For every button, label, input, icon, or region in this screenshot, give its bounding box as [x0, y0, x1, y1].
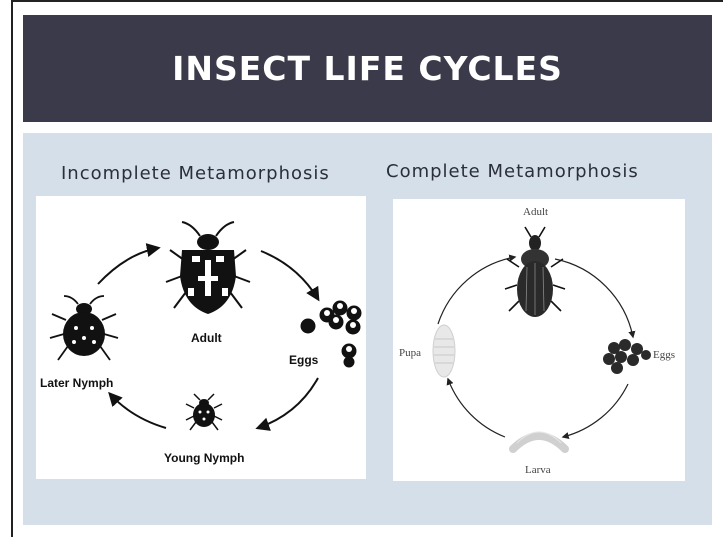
- incomplete-adult-label: Adult: [191, 331, 222, 345]
- slide-title: INSECT LIFE CYCLES: [172, 49, 563, 88]
- larva-label: Larva: [525, 464, 551, 476]
- adult-beetle-icon: [505, 227, 565, 317]
- arrow-adult-to-eggs: [261, 251, 318, 299]
- adult-bug-icon: [166, 222, 250, 314]
- incomplete-eggs-label: Eggs: [289, 353, 319, 367]
- complete-cycle-svg: Adult Eggs Larva Pupa: [393, 199, 685, 481]
- incomplete-cycle-svg: Adult Eggs Later Nymph Young Nymph: [36, 196, 366, 479]
- later-nymph-label: Later Nymph: [40, 376, 113, 390]
- arrow-nymph-to-adult: [98, 248, 158, 284]
- pupa-label: Pupa: [399, 347, 421, 359]
- complete-eggs-label: Eggs: [653, 349, 675, 361]
- arrow-young-to-later: [110, 394, 166, 428]
- pupa-icon: [433, 325, 455, 377]
- beetle-eggs-icon: [603, 339, 651, 374]
- larva-icon: [513, 436, 565, 449]
- incomplete-diagram: Adult Eggs Later Nymph Young Nymph: [36, 196, 366, 479]
- later-nymph-icon: [50, 296, 118, 360]
- complete-heading: Complete Metamorphosis: [386, 161, 639, 182]
- young-nymph-icon: [186, 394, 222, 430]
- arrow-eggs-to-young: [258, 378, 318, 428]
- incomplete-heading: Incomplete Metamorphosis: [61, 163, 330, 184]
- young-nymph-label: Young Nymph: [164, 451, 244, 465]
- complete-diagram: Adult Eggs Larva Pupa: [393, 199, 685, 481]
- title-bar: INSECT LIFE CYCLES: [23, 15, 712, 122]
- complete-adult-label: Adult: [523, 206, 548, 218]
